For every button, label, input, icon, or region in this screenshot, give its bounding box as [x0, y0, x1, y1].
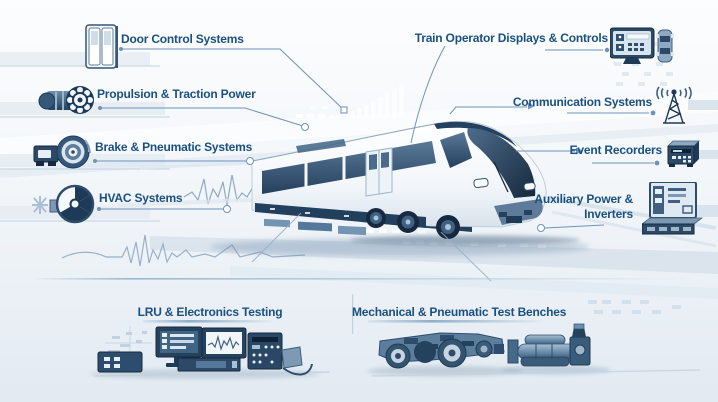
- inverter-cabinet-icon: [642, 182, 706, 236]
- antenna-icon: [652, 86, 696, 126]
- label-aux-power: Auxiliary Power & Inverters: [534, 192, 633, 221]
- snowflake-icon: [32, 196, 48, 214]
- operator-display-icon: [610, 26, 674, 68]
- label-door-control: Door Control Systems: [121, 32, 244, 46]
- section-divider: [352, 294, 354, 334]
- event-recorder-icon: [664, 137, 700, 171]
- dash-rows-bottom-center: [588, 300, 681, 314]
- label-hvac: HVAC Systems: [99, 191, 183, 205]
- bogie-and-compressor-illustration: [367, 323, 701, 377]
- schematic-marks: [105, 326, 152, 356]
- connector-endpoints: [93, 47, 660, 232]
- label-event-recorders: Event Recorders: [569, 143, 663, 157]
- electronics-test-bench-illustration: [90, 326, 331, 379]
- label-lru-testing: LRU & Electronics Testing: [137, 305, 283, 319]
- label-mech-testing: Mechanical & Pneumatic Test Benches: [352, 305, 567, 319]
- label-communication: Communication Systems: [512, 95, 652, 109]
- mech-label-underline: [368, 320, 548, 323]
- traction-motor-icon: [38, 82, 96, 118]
- bar-chart-motif: [336, 85, 404, 118]
- bottom-divider: [30, 278, 690, 280]
- waveform-lower-left: [61, 234, 306, 267]
- label-brake: Brake & Pneumatic Systems: [95, 140, 253, 154]
- dash-row-center: [296, 106, 334, 119]
- connector-lines: [96, 45, 654, 282]
- train-door-icon: [84, 24, 120, 70]
- lru-label-underline: [143, 320, 275, 323]
- label-operator-displays: Train Operator Displays & Controls: [414, 31, 608, 45]
- train-wheels: [366, 208, 460, 239]
- brake-disc-icon: [32, 134, 92, 172]
- hvac-fan-icon: [30, 184, 96, 224]
- label-propulsion: Propulsion & Traction Power: [97, 87, 256, 101]
